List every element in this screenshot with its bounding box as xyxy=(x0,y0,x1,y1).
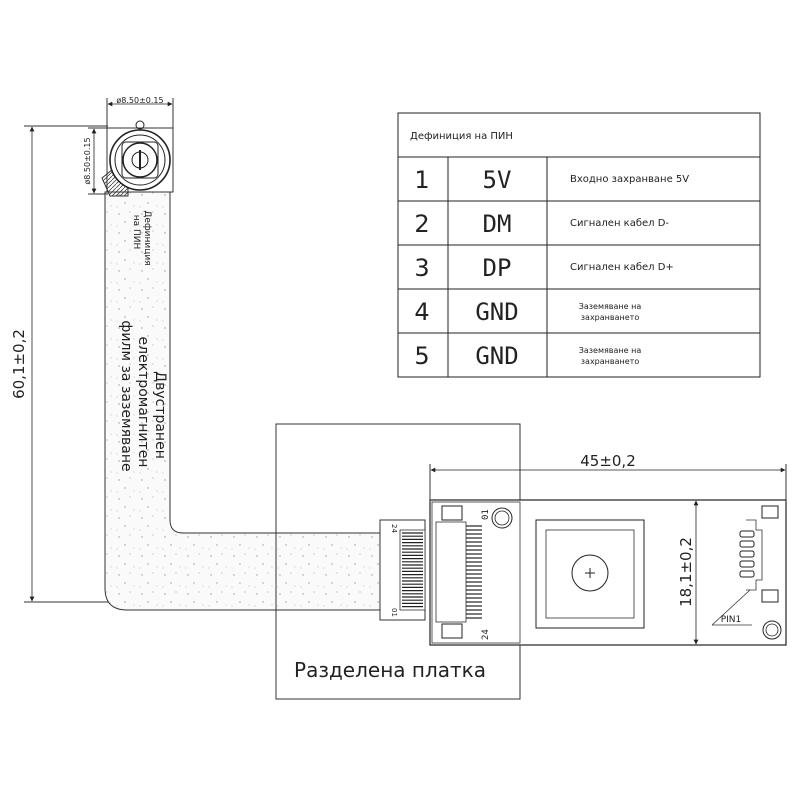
top-width-dimension xyxy=(106,98,174,130)
pin-signal: 5V xyxy=(483,166,512,194)
pin-signal: GND xyxy=(475,342,518,370)
cable-pin-def-label-1: Дефиниция xyxy=(142,210,152,265)
pin-table-rows: 1 5V Входно захранване 5V 2 DM Сигнален кабел… xyxy=(414,166,689,370)
cable-connector-pin-top: 24 xyxy=(390,524,398,533)
pin-description-line-2: захранването xyxy=(581,313,640,322)
pin-number: 4 xyxy=(414,298,429,326)
usb-pads xyxy=(739,530,755,578)
usb-pad xyxy=(739,540,755,548)
length-dimension xyxy=(24,125,108,603)
split-board-caption: Разделена платка xyxy=(294,658,486,682)
pin-description: Сигнален кабел D+ xyxy=(570,262,674,273)
pin-number: 5 xyxy=(414,342,429,370)
usb-pad xyxy=(739,570,755,578)
usb-pad xyxy=(739,530,755,538)
top-height-dimension xyxy=(88,127,108,195)
board-connector-pins xyxy=(466,525,482,619)
usb-pad xyxy=(739,550,755,558)
length-label: 60,1±0,2 xyxy=(10,329,28,399)
pin-number: 3 xyxy=(414,254,429,282)
pin-description: Сигнален кабел D- xyxy=(570,218,669,229)
usb-pad xyxy=(739,560,755,568)
pin-description: Заземяване на xyxy=(579,346,642,355)
top-height-label: ø8.50±0.15 xyxy=(83,137,92,184)
usb-pin1-label: PIN1 xyxy=(721,615,742,625)
pin-description-line-2: захранването xyxy=(581,357,640,366)
cable-connector-fingers xyxy=(402,532,423,608)
pin-signal: DM xyxy=(483,210,512,238)
camera-head xyxy=(101,120,174,197)
pin-number: 1 xyxy=(414,166,429,194)
board-width-dimension xyxy=(429,464,787,502)
cable-connector-pin-bottom: 01 xyxy=(390,608,398,617)
top-width-label: ø8.50±0.15 xyxy=(116,96,163,105)
film-label-line-3: филм за заземяване xyxy=(118,320,134,471)
film-label-line-1: Двустранен xyxy=(152,371,168,459)
cable-connector xyxy=(379,519,426,621)
board-height-label: 18,1±0,2 xyxy=(677,537,695,607)
pin-number: 2 xyxy=(414,210,429,238)
pin-description: Входно захранване 5V xyxy=(570,174,689,185)
pin-table xyxy=(397,112,761,378)
board-width-label: 45±0,2 xyxy=(580,452,636,470)
pin-signal: DP xyxy=(483,254,512,282)
pin-table-title: Дефиниция на ПИН xyxy=(410,131,513,142)
module-board xyxy=(429,499,787,646)
board-conn-label-top: 01 xyxy=(481,509,491,520)
board-conn-label-bottom: 24 xyxy=(481,629,491,640)
pin-description: Заземяване на xyxy=(579,302,642,311)
flex-cable-texture xyxy=(105,192,380,610)
film-label-line-2: електромагнитен xyxy=(135,337,151,468)
pin-signal: GND xyxy=(475,298,518,326)
cable-pin-def-label-2: на ПИН xyxy=(131,215,141,250)
